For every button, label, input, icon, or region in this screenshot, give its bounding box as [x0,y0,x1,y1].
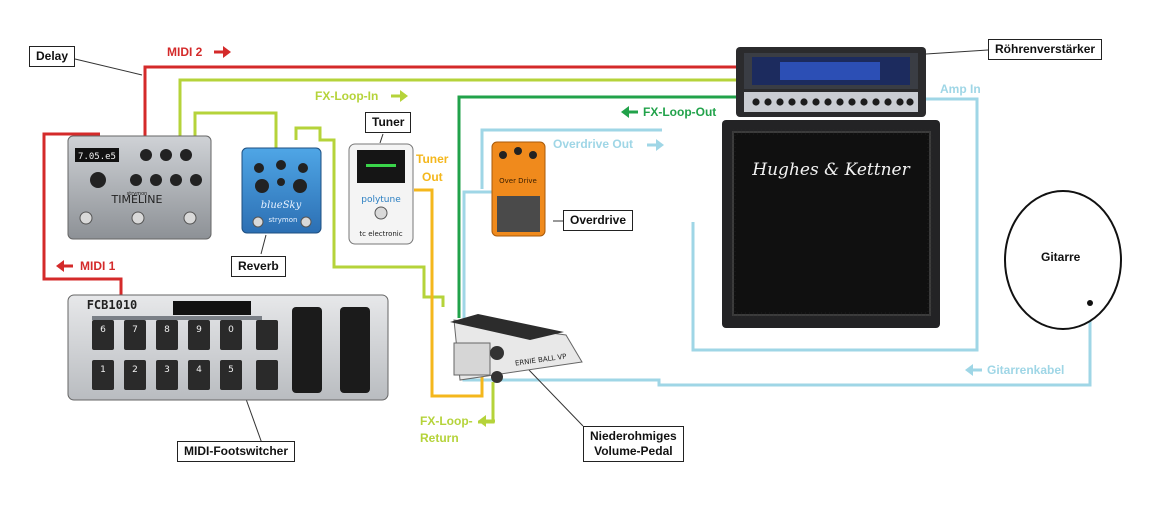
footswitch-pad [92,320,114,350]
label-delay: Delay [29,46,76,67]
arrow-midi-1 [56,260,73,272]
footswitch-number: 4 [196,365,202,375]
delay-brand: TIMELINE [111,193,163,206]
footswitcher-model: FCB1010 [87,298,138,312]
reverb-brand: blueSky [261,200,302,211]
amp-head [736,47,926,117]
label-midi-footswitcher: MIDI-Footswitcher [177,441,295,462]
amp-logo: Hughes & Kettner [751,160,910,180]
footswitch-number: 1 [100,365,106,375]
label-volume-pedal-line-1: Niederohmiges [590,429,677,443]
footswitch-pad [92,360,114,390]
cable-label-tuner-out-1: Tuner [416,152,449,166]
cable-fx-loop-out [457,95,746,318]
footswitch-pad [220,360,242,390]
guitar-ellipse [1004,190,1122,330]
footswitch-number: 0 [228,325,234,335]
cable-label-fx-loop-out: FX-Loop-Out [643,105,717,119]
overdrive-name: Over Drive [499,177,537,185]
overdrive-pedal [491,141,546,237]
footswitch-pad [156,320,178,350]
footswitch-number: 3 [164,365,170,375]
footswitch-pad [220,320,242,350]
cable-label-fx-loop-return-2: Return [420,431,459,445]
cable-tuner-out [414,188,484,398]
tuner-pedal [348,143,414,245]
cable-label-midi-1: MIDI 1 [80,259,116,273]
footswitch-number: 8 [164,325,170,335]
label-tuner: Tuner [365,112,412,133]
cable-label-fx-loop-in: FX-Loop-In [315,89,379,103]
cable-label-gitarrenkabel: Gitarrenkabel [987,363,1065,377]
footswitch-pad [124,320,146,350]
arrow-gitarrenkabel [965,364,982,376]
footswitch-number: 6 [100,325,106,335]
tuner-brand: polytune [361,195,401,205]
footswitch-number: 7 [132,325,138,335]
footswitch-pad [188,320,210,350]
cable-label-overdrive-out: Overdrive Out [553,137,634,151]
arrow-fx-loop-in [391,90,408,102]
volume-pedal [450,314,583,383]
cable-label-tuner-out-2: Out [422,170,443,184]
delay-pedal [67,135,212,240]
delay-display: 7.05.e5 [78,152,116,162]
tuner-maker: tc electronic [359,230,402,238]
footswitch-pad [156,360,178,390]
cable-guitar [462,97,1092,387]
cable-label-amp-in: Amp In [940,82,981,96]
arrow-fx-loop-out [621,106,638,118]
delay-maker: strymon [127,191,148,197]
amp-knobs [752,98,914,106]
reverb-pedal [241,147,322,234]
cable-midi-2 [143,65,737,138]
footswitch-number: 9 [196,325,202,335]
guitar-jack [1087,300,1093,306]
reverb-maker: strymon [269,216,298,224]
label-reverb: Reverb [231,256,286,277]
footswitch-number: 5 [228,365,234,375]
label-volume-pedal-line-2: Volume-Pedal [594,444,673,458]
cable-label-midi-2: MIDI 2 [167,45,203,59]
midi-footswitcher [67,294,389,401]
label-leaders [74,49,989,450]
footswitch-number: 2 [132,365,138,375]
cable-midi-1 [42,132,123,296]
label-overdrive: Overdrive [563,210,634,231]
footswitch-buttons: 6 7 8 9 0 1 2 3 4 5 [92,320,278,390]
footswitch-bank-down [256,360,278,390]
label-guitar: Gitarre [1041,250,1081,264]
label-amp: Röhrenverstärker [988,39,1103,60]
arrow-overdrive-out [647,139,664,151]
arrow-fx-loop-return [478,415,495,427]
footswitch-pad [188,360,210,390]
amp-cabinet [722,120,940,328]
footswitch-pad [124,360,146,390]
label-volume-pedal: Niederohmiges Volume-Pedal [583,426,684,462]
arrow-midi-2 [214,46,231,58]
footswitch-bank-up [256,320,278,350]
cable-label-fx-loop-return-1: FX-Loop- [420,414,473,428]
